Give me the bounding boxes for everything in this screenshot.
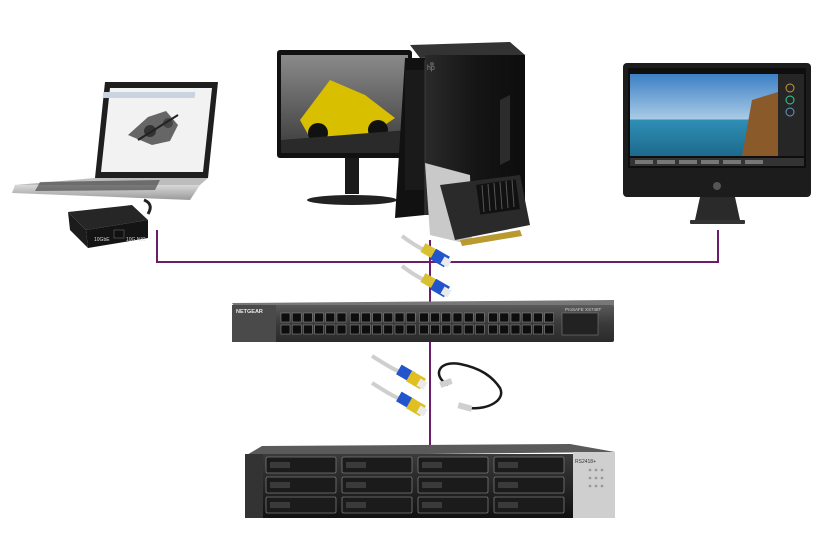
switch-port (405, 324, 416, 335)
switch-port (314, 312, 324, 323)
sfp-dac-cable-icon (437, 362, 503, 412)
switch-port (488, 324, 498, 335)
switch-port (349, 312, 360, 323)
nas-drive-bay (493, 456, 565, 474)
workstation-brand-mark: hp (427, 65, 435, 72)
nas-drive-bay (265, 496, 337, 514)
nas-drive-bay-handle (270, 502, 290, 508)
nas-drive-bay (417, 476, 489, 494)
switch-port (475, 324, 485, 335)
nas-drive-bay (417, 456, 489, 474)
switch-port (533, 312, 543, 323)
switch-port (521, 312, 532, 323)
switch-brand-label: NETGEAR (236, 309, 263, 315)
switch-port (405, 312, 416, 323)
switch-port (325, 312, 336, 323)
switch-port (463, 324, 474, 335)
switch-port (452, 324, 463, 335)
nas-drive-bay-handle (422, 462, 442, 468)
adapter-port-right-label: 10G NIC (126, 237, 146, 243)
switch-port (499, 312, 510, 323)
adapter-port-left-label: 10GbE (94, 237, 110, 243)
switch-port (419, 324, 429, 335)
switch-port (280, 324, 291, 335)
nas-drive-bay-handle (498, 462, 518, 468)
link-line-imac (430, 230, 719, 263)
nas-drive-bay-handle (270, 462, 290, 468)
nas-drive-bay-handle (346, 502, 366, 508)
nas-drive-bay (341, 496, 413, 514)
nas-drive-bay-handle (346, 482, 366, 488)
switch-port (372, 312, 382, 323)
switch-port (452, 312, 463, 323)
rackmount-nas-icon (245, 444, 615, 518)
switch-port (463, 312, 474, 323)
switch-port (394, 312, 405, 323)
switch-port (349, 324, 360, 335)
switch-port (544, 312, 554, 323)
switch-port (361, 312, 371, 323)
switch-port (383, 312, 394, 323)
switch-port (544, 324, 554, 335)
nas-drive-bays (265, 456, 565, 514)
nas-drive-bay-handle (498, 482, 518, 488)
switch-port (336, 324, 347, 335)
workstation-monitor-icon (277, 50, 412, 205)
nas-drive-bay-handle (498, 502, 518, 508)
laptop-icon (12, 82, 218, 215)
switch-port (510, 312, 521, 323)
switch-port (488, 312, 498, 323)
nas-drive-bay-handle (422, 482, 442, 488)
nas-drive-bay-handle (422, 502, 442, 508)
nas-drive-bay (417, 496, 489, 514)
ethernet-cable-pair-bottom-icon (370, 354, 428, 417)
switch-port (475, 312, 485, 323)
switch-port (336, 312, 347, 323)
nas-drive-bay (493, 496, 565, 514)
all-in-one-computer-icon (623, 63, 811, 224)
switch-port (325, 324, 336, 335)
switch-port (280, 312, 291, 323)
switch-port (383, 324, 394, 335)
nas-drive-bay (341, 456, 413, 474)
switch-port (430, 324, 440, 335)
link-line-laptop (156, 230, 430, 263)
nas-drive-bay (493, 476, 565, 494)
switch-port (303, 312, 313, 323)
nas-model-label: RS2418+ (575, 459, 596, 465)
switch-port (291, 312, 302, 323)
switch-port (441, 324, 452, 335)
switch-port (499, 324, 510, 335)
nas-drive-bay-handle (270, 482, 290, 488)
switch-port (291, 324, 302, 335)
pcie-network-card-icon (425, 163, 530, 246)
switch-port-grid (280, 312, 554, 335)
nas-drive-bay (265, 456, 337, 474)
switch-port (361, 324, 371, 335)
network-adapter-icon (68, 205, 148, 248)
ethernet-cable-icon (400, 234, 452, 298)
switch-port (510, 324, 521, 335)
switch-port (372, 324, 382, 335)
switch-model-label: ProSAFE XS748T (565, 307, 602, 312)
switch-port (314, 324, 324, 335)
switch-port (419, 312, 429, 323)
switch-port (521, 324, 532, 335)
switch-port (303, 324, 313, 335)
network-switch-icon (232, 300, 614, 342)
switch-port (430, 312, 440, 323)
switch-port (441, 312, 452, 323)
nas-drive-bay (265, 476, 337, 494)
nas-drive-bay-handle (346, 462, 366, 468)
switch-port (394, 324, 405, 335)
nas-drive-bay (341, 476, 413, 494)
switch-port (533, 324, 543, 335)
